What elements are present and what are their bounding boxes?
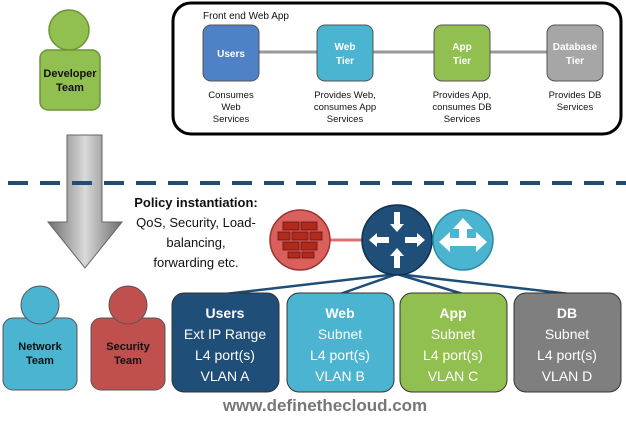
tier-caption: Services [444,114,481,125]
developer-team-figure: Developer Team [39,9,101,111]
tier-tile [433,24,491,82]
segment-line: Subnet [545,326,589,342]
tier-caption: Provides App, [433,90,492,101]
tier-caption: Services [327,114,364,125]
segment-line: VLAN C [428,368,479,384]
segment-line: L4 port(s) [310,347,370,363]
segment-line: DB [557,305,577,321]
load-balancer-icon [432,209,494,271]
segment-line: L4 port(s) [423,347,483,363]
segment-line: App [439,305,466,321]
team-label: Team [26,355,54,367]
segment-line: VLAN A [200,368,250,384]
segment-box [399,292,508,393]
developer-team-label-1: Developer [43,68,97,80]
segment-box [171,292,280,393]
developer-team-label-2: Team [56,82,84,94]
developer-body [39,49,101,111]
developer-head-icon [48,9,90,51]
person-head-icon [20,285,60,325]
policy-line: forwarding etc. [153,255,238,270]
tier-label: Tier [336,56,354,67]
tier-label: Tier [453,56,471,67]
tier-caption: Web [221,102,240,113]
tier-caption: Provides DB [549,90,602,101]
team-body [90,317,166,391]
frontend-web-app-panel: Front end Web App UsersConsumesWebServic… [171,1,623,136]
segment-line: L4 port(s) [537,347,597,363]
segment-line: Subnet [431,326,475,342]
segment-line: Ext IP Range [184,326,266,342]
tier-label: Database [553,42,598,53]
tier-label: Web [335,42,356,53]
down-arrow-icon [46,134,124,269]
tier-label: Users [217,49,245,60]
router-icon [361,204,433,276]
team-label: Team [114,355,142,367]
team-label: Security [106,341,150,353]
segment-line: L4 port(s) [195,347,255,363]
segment-line: VLAN B [315,368,365,384]
segment-box [513,292,622,393]
segment-line: VLAN D [542,368,593,384]
policy-text: Policy instantiation: QoS, Security, Loa… [134,195,258,270]
tier-caption: Services [213,114,250,125]
tier-tile [316,24,374,82]
team-body [2,317,78,391]
segment-links [224,272,571,296]
segment-box [286,292,395,393]
tier-tile [546,24,604,82]
segment-line: Subnet [318,326,362,342]
person-head-icon [108,285,148,325]
tier-label: App [452,42,471,53]
tier-caption: Provides Web, [314,90,376,101]
firewall-icon [269,209,331,271]
segment-3: DB Subnet L4 port(s) VLAN D [513,292,622,393]
tier-caption: Services [557,102,594,113]
tier-label: Tier [566,56,584,67]
team-label: Network [18,341,62,353]
segment-line: Web [325,305,354,321]
frontend-title: Front end Web App [203,11,289,22]
policy-line: QoS, Security, Load- [136,215,256,230]
segment-line: Users [206,305,245,321]
website-watermark: www.definethecloud.com [222,396,427,415]
tier-caption: consumes DB [432,102,491,113]
policy-heading: Policy instantiation: [134,195,258,210]
tier-tile [202,24,260,82]
policy-line: balancing, [166,235,225,250]
tier-caption: Consumes [208,90,254,101]
tier-caption: consumes App [314,102,376,113]
